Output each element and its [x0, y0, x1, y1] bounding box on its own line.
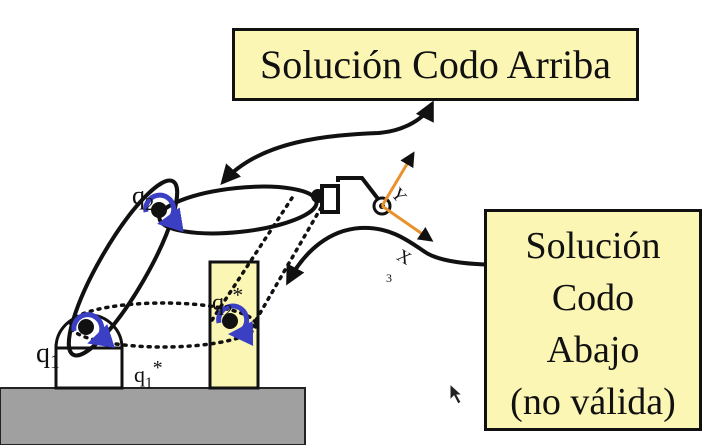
elbow-down-line-3: Abajo — [546, 329, 640, 371]
dotted-link-lower — [68, 301, 258, 349]
elbow-down-label-box: Solución Codo Abajo (no válida) — [484, 209, 702, 431]
mouse-cursor-icon — [449, 382, 464, 405]
elbow-up-label-box: Solución Codo Arriba — [232, 28, 639, 101]
elbow-down-line-4: (no válida) — [510, 381, 676, 423]
ground-block — [0, 387, 306, 445]
label-q1-star: q1* — [134, 357, 163, 392]
label-frame-index: 3 — [386, 271, 392, 285]
joint-q2 — [143, 192, 184, 233]
link-1 — [66, 178, 180, 358]
elbow-up-text: Solución Codo Arriba — [259, 42, 612, 87]
joint-q1 — [71, 312, 115, 348]
elbow-down-line-2: Codo — [551, 277, 635, 319]
joint-q2-star — [216, 303, 254, 346]
elbow-down-line-1: Solución — [525, 225, 661, 267]
arrow-elbow-down — [286, 225, 514, 286]
label-q1: q1 — [36, 338, 60, 373]
dotted-link-upper — [210, 196, 324, 336]
label-q2: q2 — [132, 181, 154, 214]
arrow-elbow-up — [220, 100, 434, 185]
base-pedestal — [54, 344, 124, 390]
label-axis-x: X — [394, 245, 415, 269]
label-q2-star: q2* — [212, 283, 243, 320]
link-2 — [157, 184, 319, 236]
end-effector — [311, 176, 392, 216]
